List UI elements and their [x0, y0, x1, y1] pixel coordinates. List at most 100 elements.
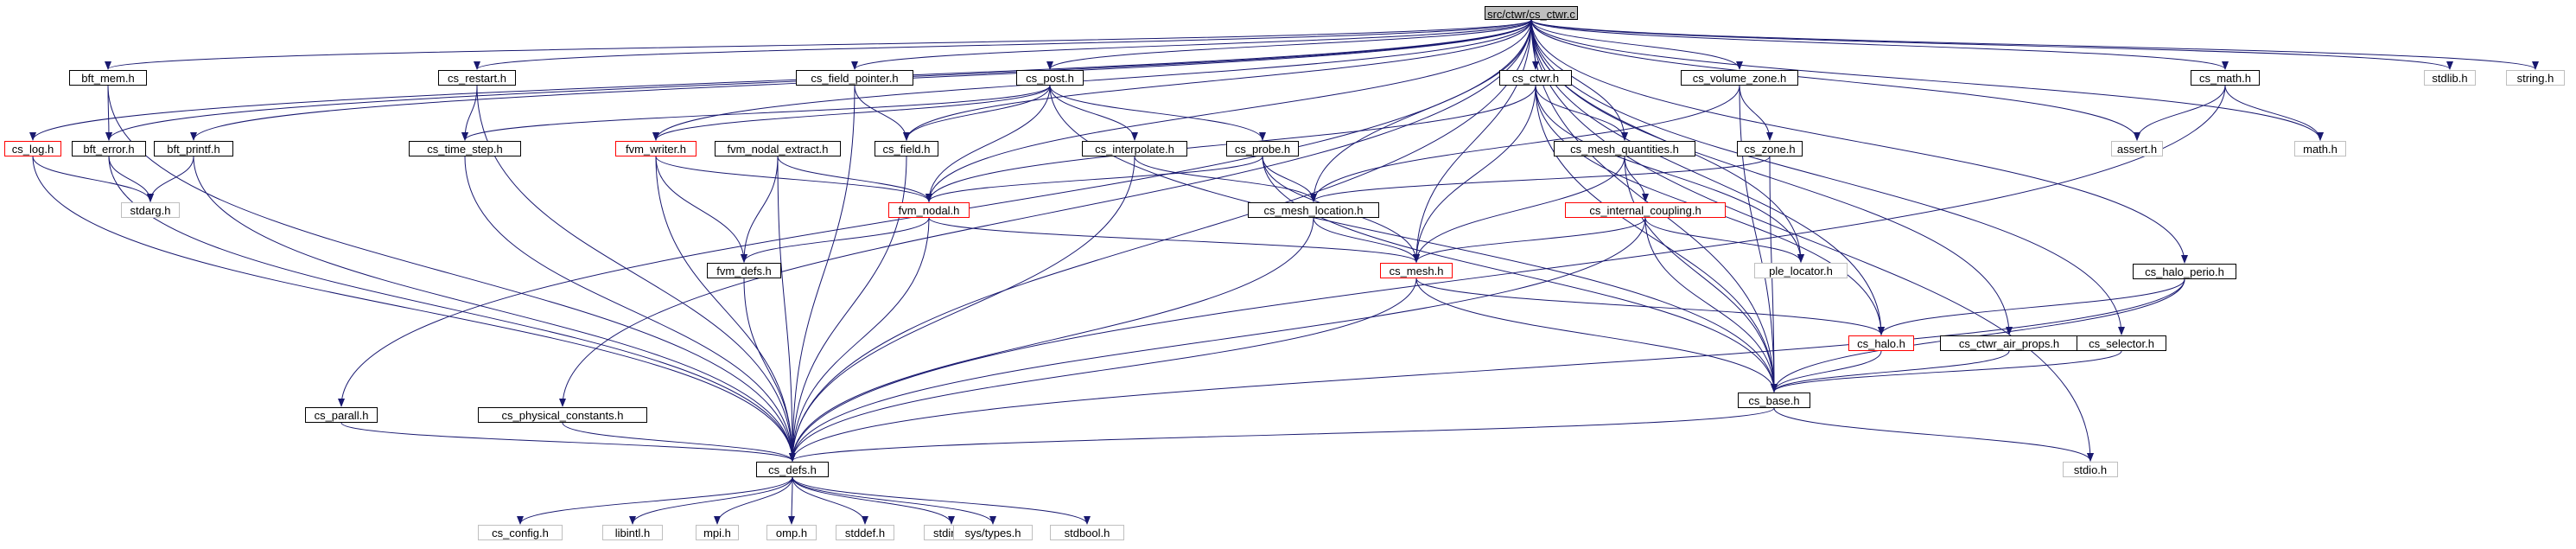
node-cs-post[interactable]: cs_post.h [1016, 70, 1084, 86]
edge-cs-parall-to-cs-defs [340, 422, 796, 462]
node-string[interactable]: string.h [2506, 70, 2565, 86]
edge-fvm-nodal-extract-to-fvm-defs [741, 156, 779, 263]
node-fvm-nodal[interactable]: fvm_nodal.h [888, 202, 970, 218]
edge-cs-zone-to-cs-mesh-location [1310, 156, 1771, 202]
edge-cs-post-to-fvm-writer [652, 85, 1051, 141]
node-stdbool[interactable]: stdbool.h [1050, 525, 1124, 540]
edge-cs-mesh-location-to-cs-defs [789, 217, 1314, 462]
node-bft-mem[interactable]: bft_mem.h [69, 70, 147, 86]
node-bft-printf[interactable]: bft_printf.h [154, 141, 233, 156]
node-cs-physical-constants[interactable]: cs_physical_constants.h [478, 407, 647, 423]
node-fvm-defs[interactable]: fvm_defs.h [707, 263, 781, 278]
node-cs-zone[interactable]: cs_zone.h [1737, 141, 1803, 156]
node-stdlib[interactable]: stdlib.h [2424, 70, 2476, 86]
node-cs-base[interactable]: cs_base.h [1738, 393, 1810, 408]
node-cs-mesh-location[interactable]: cs_mesh_location.h [1248, 202, 1379, 218]
edge-cs-internal-coupling-to-cs-base [1644, 217, 1778, 393]
edge-cs-mesh-to-cs-halo [1415, 278, 1885, 335]
node-cs-mesh[interactable]: cs_mesh.h [1380, 263, 1453, 278]
edge-fvm-nodal-extract-to-cs-defs [777, 156, 796, 462]
edge-bft-printf-to-stdarg [147, 156, 194, 202]
node-ple-locator[interactable]: ple_locator.h [1754, 263, 1848, 278]
edge-root-to-fvm-writer [652, 19, 1532, 141]
edge-root-to-cs-mesh [1413, 19, 1532, 263]
edge-cs-interpolate-to-cs-mesh-location [1134, 156, 1317, 202]
edge-cs-volume-zone-to-cs-zone [1739, 85, 1773, 141]
edge-cs-physical-constants-to-cs-defs [562, 422, 796, 462]
edge-fvm-nodal-to-fvm-defs [741, 217, 930, 263]
node-math[interactable]: math.h [2294, 141, 2346, 156]
edge-cs-post-to-cs-probe [1049, 85, 1266, 141]
edge-fvm-nodal-to-cs-mesh [928, 217, 1420, 263]
node-cs-internal-coupling[interactable]: cs_internal_coupling.h [1565, 202, 1726, 218]
edge-fvm-writer-to-fvm-nodal [655, 156, 932, 202]
edge-root-to-cs-log [29, 19, 1532, 141]
node-systypes[interactable]: sys/types.h [953, 525, 1033, 540]
edge-cs-defs-to-systypes [792, 476, 996, 525]
edge-cs-mesh-quantities-to-cs-internal-coupling [1624, 156, 1649, 202]
node-cs-selector[interactable]: cs_selector.h [2077, 335, 2166, 351]
node-cs-probe[interactable]: cs_probe.h [1226, 141, 1299, 156]
node-cs-restart[interactable]: cs_restart.h [438, 70, 516, 86]
node-stdarg[interactable]: stdarg.h [121, 202, 180, 218]
node-stdio[interactable]: stdio.h [2063, 462, 2118, 477]
edge-cs-post-to-cs-interpolate [1049, 85, 1138, 141]
edge-cs-field-pointer-to-cs-defs [789, 85, 855, 462]
node-cs-halo[interactable]: cs_halo.h [1848, 335, 1914, 351]
edge-cs-mesh-to-cs-base [1415, 278, 1778, 393]
edge-cs-ctwr-air-props-to-cs-base [1771, 350, 2010, 393]
edge-fvm-nodal-extract-to-fvm-nodal [777, 156, 932, 202]
edge-fvm-writer-to-cs-defs [655, 156, 796, 462]
edge-root-to-cs-restart [474, 19, 1532, 70]
node-cs-field-pointer[interactable]: cs_field_pointer.h [796, 70, 913, 86]
node-cs-mesh-quantities[interactable]: cs_mesh_quantities.h [1554, 141, 1695, 156]
edge-bft-mem-to-cs-defs [107, 85, 796, 462]
node-cs-interpolate[interactable]: cs_interpolate.h [1082, 141, 1187, 156]
edge-cs-selector-to-cs-base [1771, 350, 2122, 393]
node-cs-config[interactable]: cs_config.h [478, 525, 563, 540]
edge-root-to-cs-field-pointer [851, 19, 1532, 70]
node-fvm-nodal-extract[interactable]: fvm_nodal_extract.h [715, 141, 841, 156]
node-assert[interactable]: assert.h [2111, 141, 2163, 156]
node-root[interactable]: src/ctwr/cs_ctwr.c [1485, 6, 1578, 21]
node-stddef[interactable]: stddef.h [836, 525, 894, 540]
edge-cs-defs-to-stdbool [792, 476, 1091, 525]
edge-root-to-cs-post [1046, 19, 1532, 70]
node-cs-halo-perio[interactable]: cs_halo_perio.h [2133, 264, 2236, 279]
node-mpi[interactable]: mpi.h [696, 525, 739, 540]
edge-root-to-cs-volume-zone [1530, 19, 1743, 70]
edge-root-to-cs-mesh-location [1310, 19, 1532, 202]
node-bft-error[interactable]: bft_error.h [72, 141, 146, 156]
node-cs-volume-zone[interactable]: cs_volume_zone.h [1681, 70, 1798, 86]
edge-root-to-string [1530, 19, 2539, 70]
edge-cs-time-step-to-cs-defs [464, 156, 796, 462]
edge-cs-internal-coupling-to-cs-defs [789, 217, 1646, 462]
edge-cs-math-to-math [2224, 85, 2324, 141]
edge-cs-ctwr-h-to-cs-mesh-quantities [1535, 85, 1628, 141]
node-libintl[interactable]: libintl.h [602, 525, 663, 540]
edge-root-to-bft-mem [105, 19, 1532, 70]
edge-cs-base-to-stdio [1773, 407, 2094, 462]
node-cs-log[interactable]: cs_log.h [4, 141, 61, 156]
node-cs-defs[interactable]: cs_defs.h [756, 462, 829, 477]
node-cs-parall[interactable]: cs_parall.h [305, 407, 378, 423]
node-fvm-writer[interactable]: fvm_writer.h [615, 141, 696, 156]
edge-root-to-math [1530, 19, 2324, 141]
node-cs-math[interactable]: cs_math.h [2191, 70, 2260, 86]
edge-bft-printf-to-cs-defs [193, 156, 796, 462]
node-cs-ctwr-h[interactable]: cs_ctwr.h [1499, 70, 1572, 86]
edge-cs-defs-to-mpi [714, 476, 793, 525]
node-cs-time-step[interactable]: cs_time_step.h [409, 141, 521, 156]
node-cs-ctwr-air-props[interactable]: cs_ctwr_air_props.h [1940, 335, 2078, 351]
edge-cs-ctwr-h-to-cs-mesh [1413, 85, 1536, 263]
edge-cs-mesh-quantities-to-cs-base [1624, 156, 1778, 393]
edge-cs-defs-to-cs-config [517, 476, 793, 525]
edge-cs-interpolate-to-cs-defs [789, 156, 1135, 462]
edge-root-to-cs-math [1530, 19, 2229, 70]
edge-cs-halo-to-cs-base [1771, 350, 1882, 393]
node-omp[interactable]: omp.h [766, 525, 817, 540]
edge-cs-log-to-stdarg [32, 156, 154, 202]
edge-cs-halo-perio-to-cs-halo [1878, 278, 2185, 335]
edge-cs-probe-to-fvm-nodal [925, 156, 1263, 202]
node-cs-field[interactable]: cs_field.h [875, 141, 938, 156]
